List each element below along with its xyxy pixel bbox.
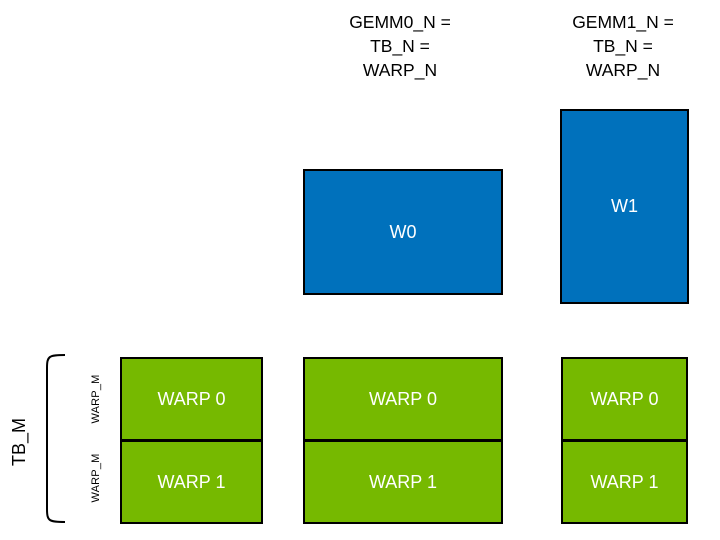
warp-tile-column-1: WARP 0 WARP 1 (303, 357, 503, 524)
warp0-cell: WARP 0 (157, 388, 226, 409)
w0-tile: W0 (303, 169, 503, 295)
warp1-cell: WARP 1 (122, 439, 261, 522)
warp1-cell: WARP 1 (563, 439, 686, 522)
warp-tile-column-0: WARP 0 WARP 1 (120, 357, 263, 524)
w1-tile-label: W1 (611, 196, 638, 216)
warp1-cell: WARP 1 (305, 439, 501, 522)
gemm1-n-header: GEMM1_N = TB_N = WARP_N (572, 12, 674, 80)
tb-m-bracket (46, 354, 66, 523)
warp-m-label-row0: WARP_M (90, 374, 102, 424)
w0-tile-label: W0 (389, 221, 417, 242)
warp-tile-column-2: WARP 0 WARP 1 (561, 357, 688, 524)
warp0-cell: WARP 0 (590, 388, 659, 409)
w1-tile: W1 (560, 109, 689, 304)
warp-m-label-row1: WARP_M (90, 453, 102, 503)
tb-m-label: TB_M (9, 418, 29, 467)
warp0-cell: WARP 0 (368, 388, 438, 409)
gemm0-n-header: GEMM0_N = TB_N = WARP_N (349, 12, 451, 80)
